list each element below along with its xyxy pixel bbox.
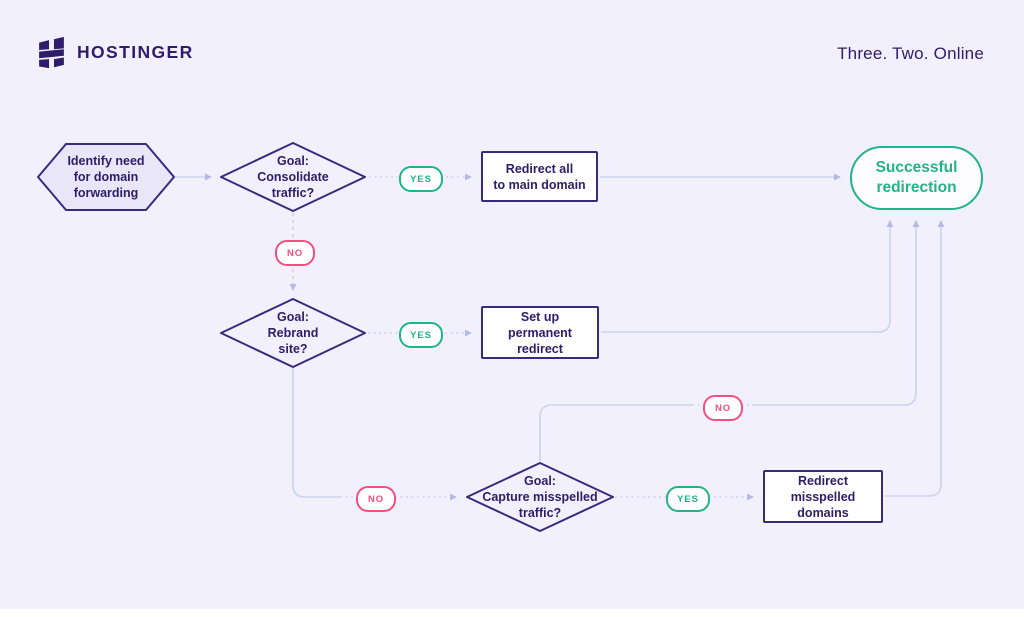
diamond-shape (466, 462, 614, 532)
node-decision-consolidate: Goal: Consolidate traffic? (220, 142, 366, 212)
yes-badge-misspelled: YES (666, 486, 710, 512)
node-process-redirect-misspelled-label: Redirect misspelled domains (790, 473, 856, 520)
node-process-permanent-redirect: Set up permanent redirect (481, 306, 599, 359)
edge-decision3-no-run2 (752, 220, 920, 406)
node-decision-rebrand-label: Goal: Rebrand site? (267, 310, 319, 356)
edge-decision3-no-run1 (539, 404, 692, 461)
node-process-permanent-redirect-label: Set up permanent redirect (508, 309, 572, 356)
hexagon-shape (37, 143, 175, 211)
yes-badge-rebrand: YES (399, 322, 443, 348)
edge-decision2-no-run (292, 368, 340, 498)
hostinger-h-icon (39, 36, 64, 69)
no-badge-label: NO (714, 402, 732, 414)
no-badge-label: NO (286, 247, 304, 259)
tagline: Three. Two. Online (837, 44, 984, 63)
node-start-label: Identify need for domain forwarding (67, 154, 145, 200)
brand-name: HOSTINGER (77, 42, 194, 62)
node-end-success-label: Successful redirection (875, 158, 958, 196)
diamond-shape (220, 298, 366, 368)
node-decision-misspelled-label: Goal: Capture misspelled traffic? (482, 474, 598, 520)
node-process-redirect-all-label: Redirect all to main domain (493, 161, 586, 192)
no-badge-misspelled: NO (703, 395, 743, 421)
node-process-redirect-all: Redirect all to main domain (481, 151, 598, 202)
yes-badge-label: YES (410, 329, 432, 341)
node-process-redirect-misspelled: Redirect misspelled domains (763, 470, 883, 523)
yes-badge-label: YES (677, 493, 699, 505)
node-start: Identify need for domain forwarding (37, 143, 175, 211)
node-decision-rebrand: Goal: Rebrand site? (220, 298, 366, 368)
diamond-shape (220, 142, 366, 212)
node-decision-consolidate-label: Goal: Consolidate traffic? (257, 154, 329, 200)
hostinger-logo: HOSTINGER (37, 36, 194, 69)
yes-badge-consolidate: YES (399, 166, 443, 192)
edge-process2-end (601, 220, 894, 333)
edge-process3-end (885, 220, 945, 497)
no-badge-rebrand: NO (356, 486, 396, 512)
no-badge-consolidate: NO (275, 240, 315, 266)
node-decision-misspelled: Goal: Capture misspelled traffic? (466, 462, 614, 532)
node-end-success: Successful redirection (850, 146, 983, 210)
bottom-white-strip (0, 609, 1024, 617)
yes-badge-label: YES (410, 173, 432, 185)
no-badge-label: NO (367, 493, 385, 505)
